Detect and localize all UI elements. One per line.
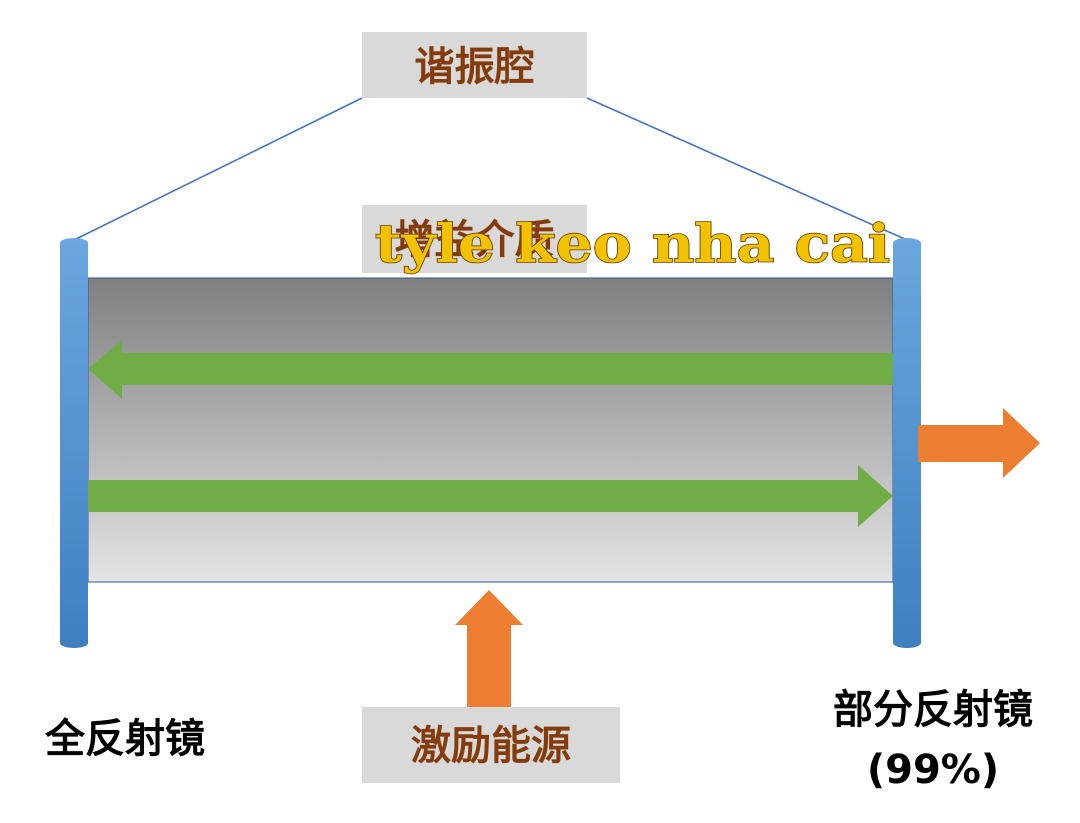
- pump-label-box: 激励能源: [362, 707, 620, 783]
- right-mirror-caption: 部分反射镜: [833, 687, 1033, 733]
- resonator-label-box: 谐振腔: [362, 32, 587, 98]
- resonator-label: 谐振腔: [415, 44, 535, 90]
- full-reflection-mirror: [60, 238, 88, 648]
- connector-line-left: [73, 97, 363, 241]
- right-mirror-reflectivity: (99%): [867, 747, 999, 793]
- connector-line-right: [586, 97, 908, 241]
- gain-medium-label-box: 增益介质: [362, 205, 587, 273]
- beam-arrow-leftward: [88, 340, 893, 399]
- pump-arrow-up: [455, 590, 523, 707]
- partial-reflection-mirror: [893, 238, 921, 648]
- beam-arrow-rightward: [88, 465, 893, 527]
- gain-medium: [87, 277, 894, 583]
- output-beam-arrow: [918, 408, 1040, 478]
- gain-medium-label: 增益介质: [395, 217, 555, 263]
- watermark-text: tyle keo nha cai: [375, 214, 890, 275]
- left-mirror-caption: 全反射镜: [44, 716, 205, 762]
- pump-label: 激励能源: [411, 723, 571, 769]
